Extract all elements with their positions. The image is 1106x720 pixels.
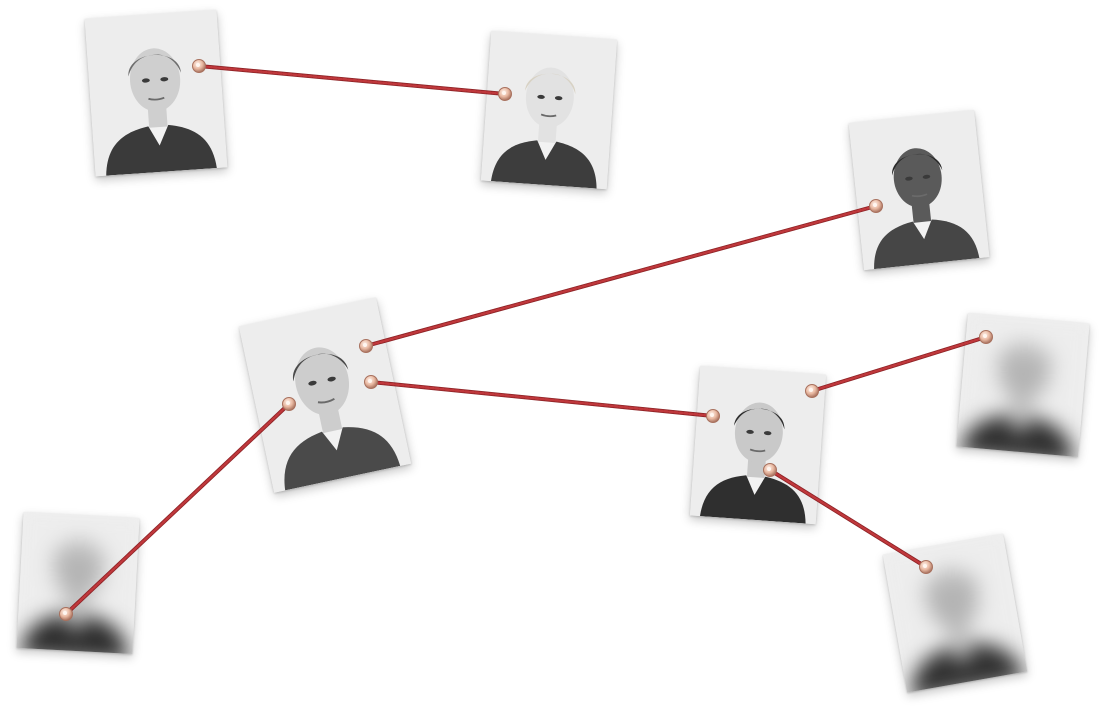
- red-string-3: [369, 380, 715, 418]
- red-string-twist-1: [197, 64, 507, 96]
- photo-card-6[interactable]: [956, 312, 1090, 458]
- red-string-twist-3: [369, 380, 715, 418]
- photo-card-2[interactable]: [480, 30, 618, 190]
- mugshot-portrait: [16, 512, 140, 654]
- photo-card-8[interactable]: [16, 512, 140, 654]
- red-string-twist-2: [364, 204, 878, 348]
- mugshot-portrait: [689, 365, 827, 525]
- photo-card-4[interactable]: [238, 297, 412, 493]
- photo-card-3[interactable]: [848, 109, 990, 271]
- red-string-5: [810, 335, 988, 393]
- photo-card-7[interactable]: [882, 533, 1028, 693]
- mugshot-portrait: [238, 297, 412, 493]
- mugshot-portrait: [882, 533, 1028, 693]
- photo-card-1[interactable]: [84, 9, 228, 177]
- red-string-2: [364, 204, 878, 348]
- mugshot-portrait: [84, 9, 228, 177]
- mugshot-portrait: [956, 312, 1090, 458]
- red-string-1: [197, 64, 507, 96]
- mugshot-portrait: [480, 30, 618, 190]
- red-string-twist-5: [810, 335, 988, 393]
- mugshot-portrait: [848, 109, 990, 271]
- photo-card-5[interactable]: [689, 365, 827, 525]
